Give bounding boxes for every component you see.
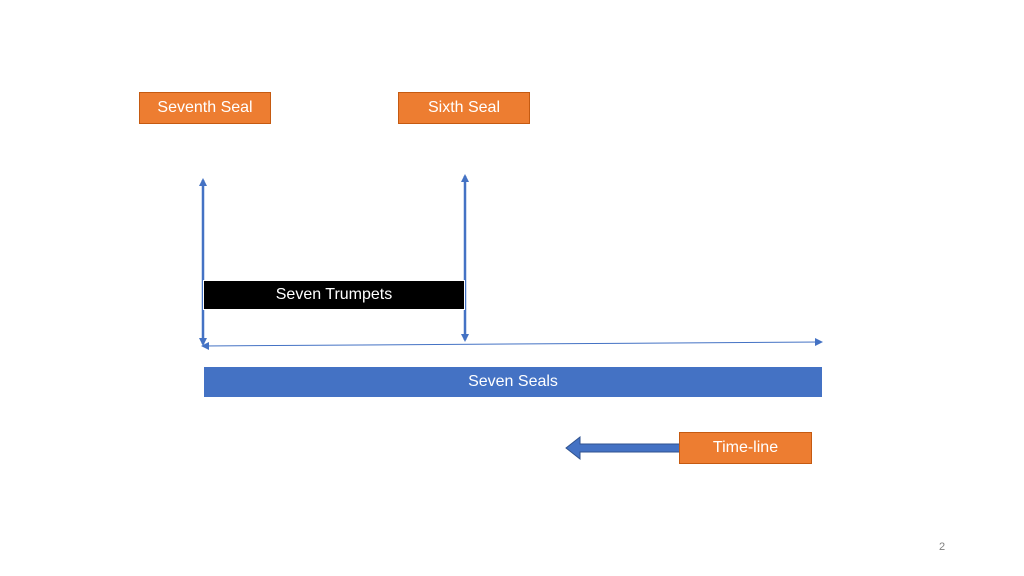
time-line-arrow (565, 435, 681, 461)
seals-span-arrow (201, 338, 823, 350)
seven-trumpets-label: Seven Trumpets (275, 286, 393, 303)
page-number: 2 (938, 541, 946, 553)
seven-seals-bar: Seven Seals (204, 367, 822, 397)
time-line-box: Time-line (679, 432, 812, 464)
seventh-seal-label: Seventh Seal (157, 99, 253, 116)
seven-trumpets-bar: Seven Trumpets (203, 280, 465, 310)
sixth-seal-box: Sixth Seal (398, 92, 530, 124)
time-line-label: Time-line (712, 439, 779, 456)
sixth-seal-label: Sixth Seal (427, 99, 501, 116)
seventh-seal-box: Seventh Seal (139, 92, 271, 124)
seven-seals-label: Seven Seals (468, 373, 558, 390)
